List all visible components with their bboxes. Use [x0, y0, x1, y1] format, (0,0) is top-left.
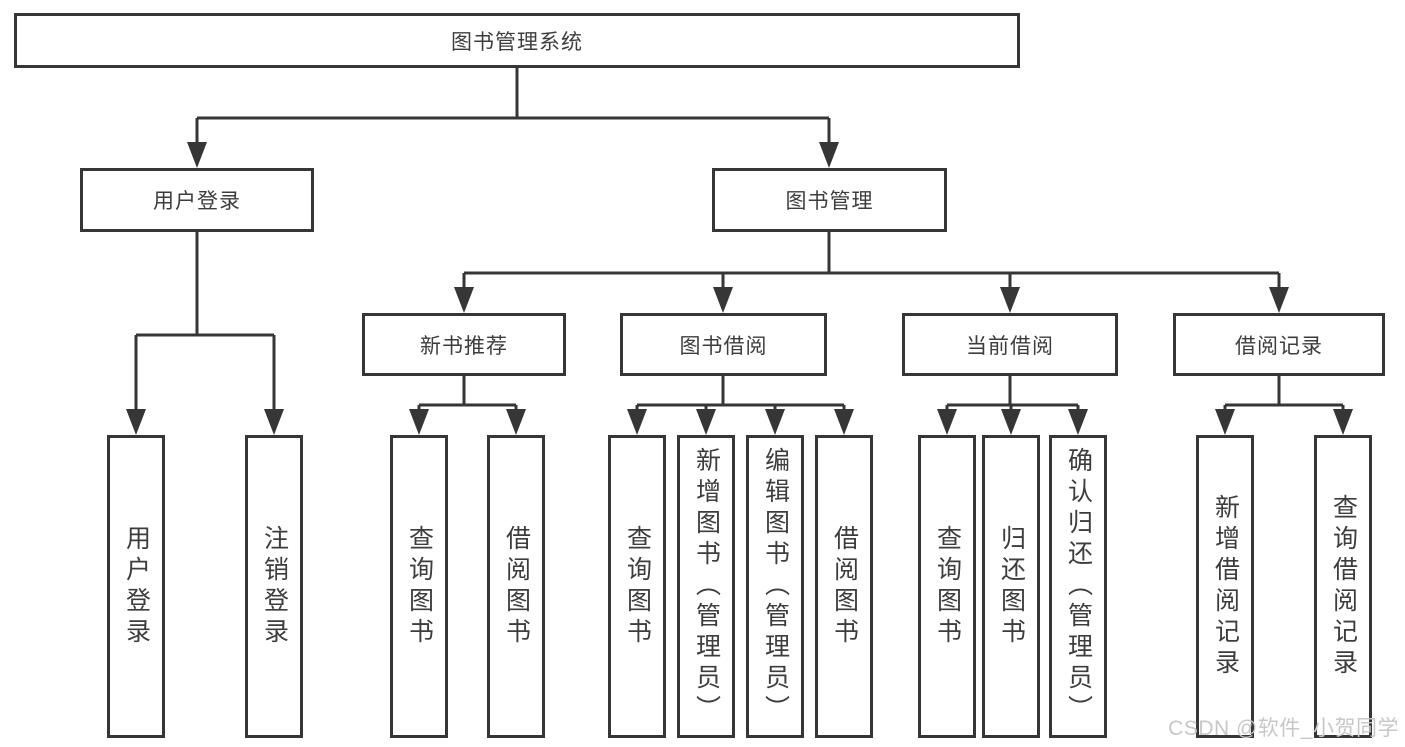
leaf-user-login: 用户登录 [107, 435, 165, 738]
leaf-query-books-borrow-label: 查询图书 [623, 524, 652, 649]
arrowhead [1269, 287, 1289, 313]
arrowhead [264, 409, 284, 435]
leaf-query-books-current: 查询图书 [918, 435, 976, 738]
node-new-book-recommend-label: 新书推荐 [420, 334, 508, 358]
leaf-add-borrow-record: 新增借阅记录 [1196, 435, 1254, 738]
node-book-borrow-label: 图书借阅 [679, 334, 768, 358]
arrowhead [126, 409, 146, 435]
leaf-return-books: 归还图书 [982, 435, 1040, 738]
leaf-add-borrow-record-label: 新增借阅记录 [1211, 493, 1240, 680]
arrowhead [1001, 409, 1021, 435]
node-current-borrow: 当前借阅 [902, 313, 1118, 376]
leaf-borrow-books-label: 借阅图书 [830, 524, 859, 649]
arrowhead [1000, 287, 1020, 313]
node-user-login-label: 用户登录 [153, 190, 241, 213]
leaf-query-books-recommend-label: 查询图书 [405, 524, 434, 649]
arrowhead [696, 409, 716, 435]
connector-paths [134, 68, 1345, 411]
leaf-add-book-admin: 新增图书（管理员） [677, 435, 735, 738]
csdn-watermark: CSDN @软件_小贺同学 [1168, 717, 1399, 740]
arrowhead [1333, 409, 1353, 435]
leaf-borrow-books-recommend: 借阅图书 [487, 435, 545, 738]
node-book-borrow: 图书借阅 [620, 313, 827, 376]
node-book-management: 图书管理 [712, 168, 947, 232]
leaf-confirm-return-admin-label: 确认归还（管理员） [1064, 447, 1093, 726]
node-borrow-records: 借阅记录 [1173, 313, 1385, 376]
node-borrow-records-label: 借阅记录 [1235, 334, 1323, 358]
arrowhead [1068, 409, 1088, 435]
leaf-query-books-borrow: 查询图书 [608, 435, 666, 738]
arrowhead [627, 409, 647, 435]
leaf-confirm-return-admin: 确认归还（管理员） [1049, 435, 1107, 738]
node-new-book-recommend: 新书推荐 [362, 313, 566, 376]
node-current-borrow-label: 当前借阅 [966, 334, 1054, 358]
leaf-query-books-recommend: 查询图书 [390, 435, 448, 738]
arrowhead [937, 409, 957, 435]
arrowhead [1215, 409, 1235, 435]
leaf-logout-label: 注销登录 [260, 524, 289, 649]
leaf-borrow-books-recommend-label: 借阅图书 [502, 524, 531, 649]
arrowhead [834, 409, 854, 435]
leaf-edit-book-admin: 编辑图书（管理员） [746, 435, 804, 738]
arrowhead [506, 409, 526, 435]
leaf-logout: 注销登录 [245, 435, 303, 738]
node-library-system-label: 图书管理系统 [451, 30, 583, 54]
leaf-add-book-admin-label: 新增图书（管理员） [692, 447, 721, 726]
leaf-query-borrow-record: 查询借阅记录 [1314, 435, 1372, 738]
arrowhead [409, 409, 429, 435]
node-library-system: 图书管理系统 [14, 13, 1020, 68]
leaf-return-books-label: 归还图书 [997, 524, 1026, 649]
node-user-login: 用户登录 [80, 168, 314, 232]
leaf-edit-book-admin-label: 编辑图书（管理员） [761, 447, 790, 726]
arrowhead [187, 142, 207, 168]
leaf-query-books-current-label: 查询图书 [933, 524, 962, 649]
arrowhead [765, 409, 785, 435]
arrowhead [454, 287, 474, 313]
leaf-borrow-books: 借阅图书 [815, 435, 873, 738]
arrowheads [126, 142, 1353, 435]
leaf-user-login-label: 用户登录 [122, 524, 151, 649]
arrowhead [819, 142, 839, 168]
node-book-management-label: 图书管理 [785, 190, 874, 213]
leaf-query-borrow-record-label: 查询借阅记录 [1329, 493, 1358, 680]
arrowhead [713, 287, 733, 313]
